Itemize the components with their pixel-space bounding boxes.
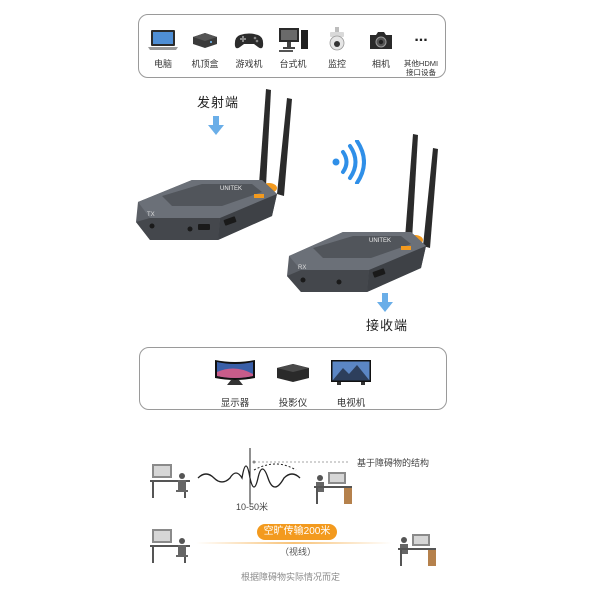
obstacle-distance: 10-50米 — [236, 502, 269, 512]
tv-icon — [331, 360, 371, 385]
source-item-security-camera: 监控 — [315, 25, 359, 70]
down-arrow-icon — [208, 116, 224, 135]
source-label: 游戏机 — [235, 59, 263, 69]
open-range-line — [196, 542, 392, 544]
laptop-icon — [148, 30, 178, 50]
source-label: 其他HDMI 接口设备 — [403, 59, 439, 77]
source-label: 机顶盒 — [191, 59, 219, 69]
obstacle-signal-wave — [197, 448, 301, 504]
desktop-computer-icon — [279, 28, 308, 52]
workstation-icon — [150, 529, 190, 563]
line-of-sight-label: （视线） — [280, 547, 317, 557]
monitor-icon — [215, 360, 255, 385]
device-tag: RX — [298, 265, 306, 271]
display-item-monitor: 显示器 — [205, 358, 265, 409]
workstation-icon — [398, 534, 436, 566]
open-distance-badge: 空旷传输200米 — [257, 524, 337, 540]
device-tag: TX — [147, 212, 155, 218]
open-distance-text: 空旷传输200米 — [263, 526, 331, 537]
source-item-gamepad: 游戏机 — [227, 25, 271, 70]
projector-icon — [277, 364, 309, 382]
more-devices-icon: ... — [414, 28, 428, 45]
security-camera-icon — [329, 27, 345, 51]
source-item-other-hdmi: ... 其他HDMI 接口设备 — [397, 25, 445, 77]
set-top-box-icon — [193, 33, 217, 48]
display-label: 电视机 — [336, 398, 366, 409]
display-item-projector: 投影仪 — [263, 358, 323, 409]
receiver-device: RX UNITEK — [287, 134, 438, 292]
workstation-icon — [150, 464, 190, 498]
gamepad-icon — [234, 33, 264, 49]
brand-logo: UNITEK — [369, 238, 391, 244]
source-label: 监控 — [327, 59, 346, 69]
source-label: 相机 — [371, 59, 390, 69]
wifi-signal-icon — [332, 140, 366, 184]
transmitter-device: TX UNITEK — [136, 89, 292, 240]
source-item-camera: 相机 — [359, 25, 403, 70]
camera-icon — [370, 32, 392, 49]
source-item-set-top-box: 机顶盒 — [183, 25, 227, 70]
source-label: 台式机 — [279, 59, 307, 69]
display-item-tv: 电视机 — [321, 358, 381, 409]
workstation-icon — [314, 472, 352, 504]
source-item-desktop: 台式机 — [271, 25, 315, 70]
receiver-label: 接收端 — [366, 318, 409, 333]
annotation-pointer — [252, 460, 350, 464]
display-devices-panel: 显示器 投影仪 电视机 — [139, 347, 447, 410]
obstacle-note: 基于障碍物的结构 — [357, 458, 430, 468]
footnote: 根据障碍物实际情况而定 — [241, 572, 341, 582]
down-arrow-icon — [377, 293, 393, 312]
source-label: 电脑 — [153, 59, 172, 69]
source-devices-panel: 电脑 机顶盒 游戏机 台式机 — [138, 14, 446, 78]
transmitter-label: 发射端 — [197, 95, 240, 110]
brand-logo: UNITEK — [220, 186, 242, 192]
display-label: 显示器 — [220, 398, 250, 409]
source-item-laptop: 电脑 — [141, 25, 185, 70]
display-label: 投影仪 — [278, 398, 308, 409]
